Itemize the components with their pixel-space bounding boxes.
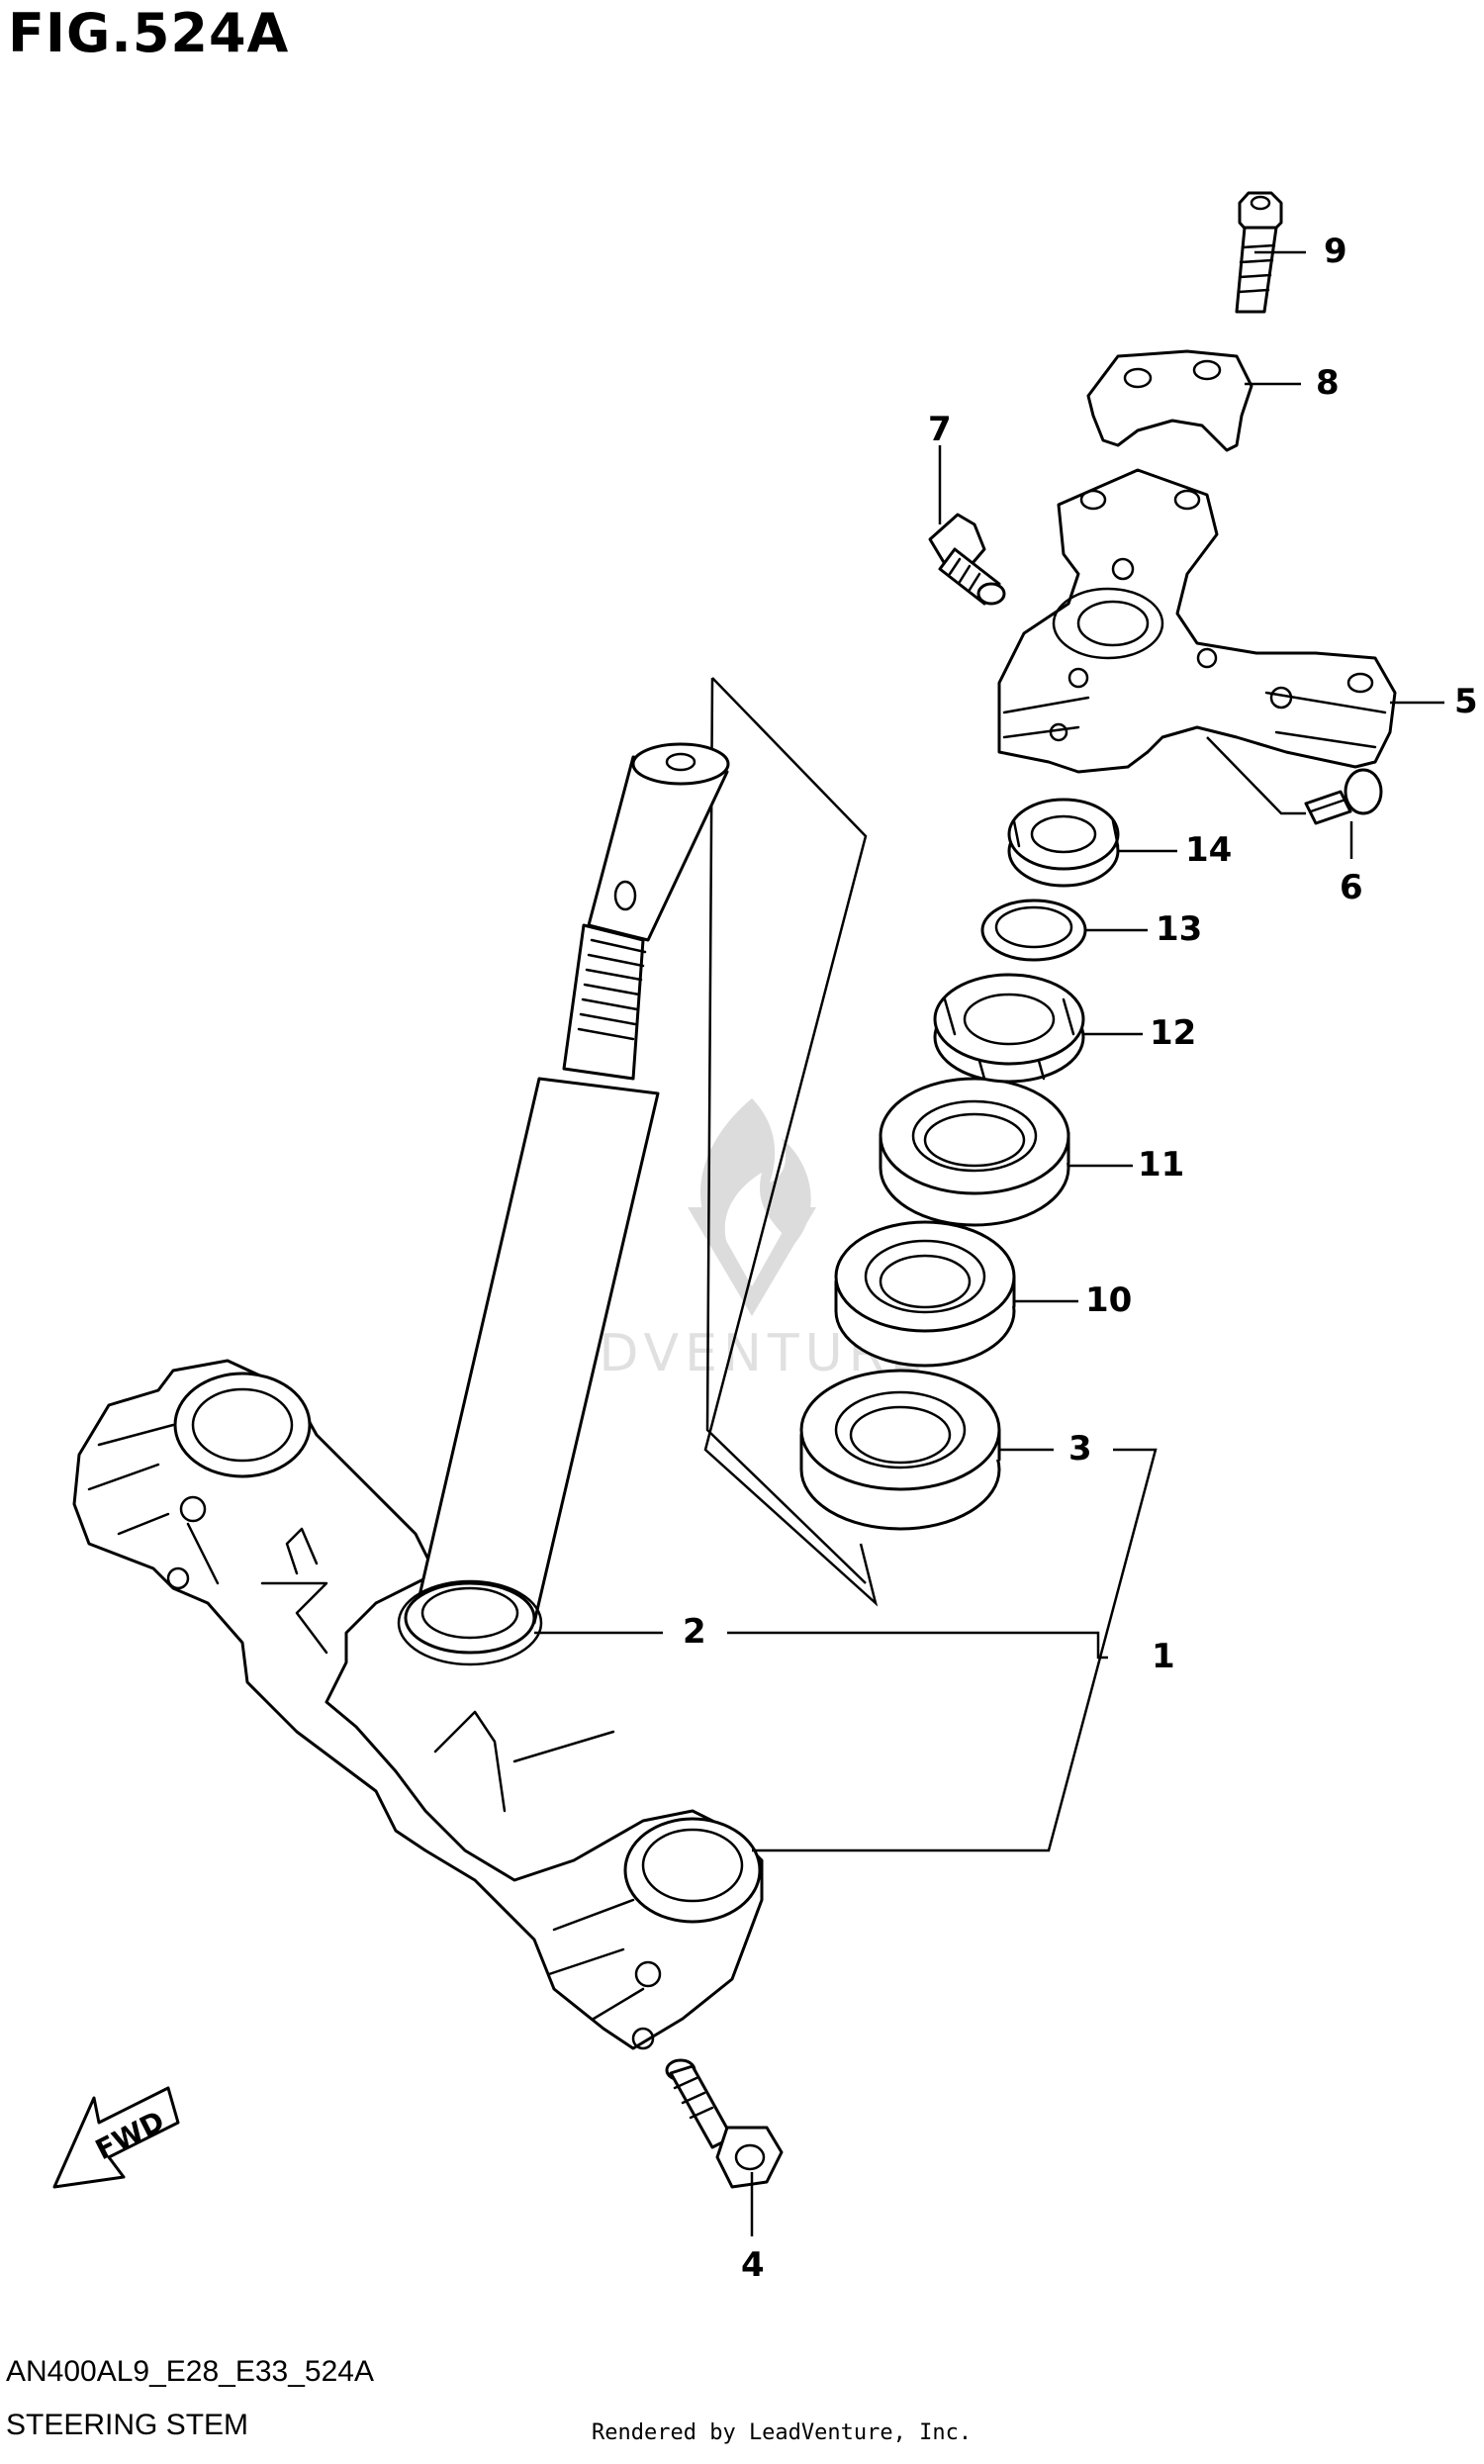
callout-8: 8: [1316, 363, 1340, 403]
part-7-bolt: [928, 513, 1006, 606]
callout-2: 2: [683, 1612, 706, 1652]
part-12-stem-nut: [933, 973, 1085, 1084]
part-8-handlebar-holder: [1086, 349, 1253, 452]
part-5-upper-bracket: [997, 468, 1397, 774]
callout-1: 1: [1152, 1637, 1175, 1676]
part-1-steering-stem: [72, 742, 764, 2050]
diagram-caption: STEERING STEM: [6, 2409, 249, 2441]
part-14-lock-nut: [1007, 798, 1120, 888]
part-6-screw: [1304, 768, 1383, 825]
callout-6: 6: [1340, 868, 1363, 907]
part-3-bearing: [799, 1369, 1001, 1531]
callout-14: 14: [1185, 830, 1232, 870]
part-13-washer: [980, 899, 1087, 962]
callout-7: 7: [928, 410, 952, 449]
callout-3: 3: [1068, 1429, 1092, 1469]
diagram-code: AN400AL9_E28_E33_524A: [6, 2355, 374, 2388]
callout-11: 11: [1138, 1145, 1184, 1185]
subassembly-frame: [703, 677, 879, 1607]
part-2-dust-seal: [397, 1579, 543, 1666]
callout-12: 12: [1150, 1013, 1196, 1053]
fwd-arrow: FWD: [52, 2086, 180, 2189]
figure-title: FIG.524A: [8, 2, 290, 64]
part-11-dust-seal: [879, 1077, 1070, 1227]
callout-13: 13: [1156, 909, 1202, 949]
callout-9: 9: [1324, 232, 1347, 271]
callout-4: 4: [741, 2245, 765, 2285]
part-10-bearing: [834, 1220, 1016, 1368]
render-credit: Rendered by LeadVenture, Inc.: [592, 2420, 973, 2445]
part-4-bolt: [665, 2058, 784, 2189]
leader-lines: [534, 250, 1444, 2236]
callout-5: 5: [1454, 682, 1478, 721]
part-9-bolt: [1235, 191, 1283, 314]
callout-10: 10: [1085, 1280, 1132, 1320]
